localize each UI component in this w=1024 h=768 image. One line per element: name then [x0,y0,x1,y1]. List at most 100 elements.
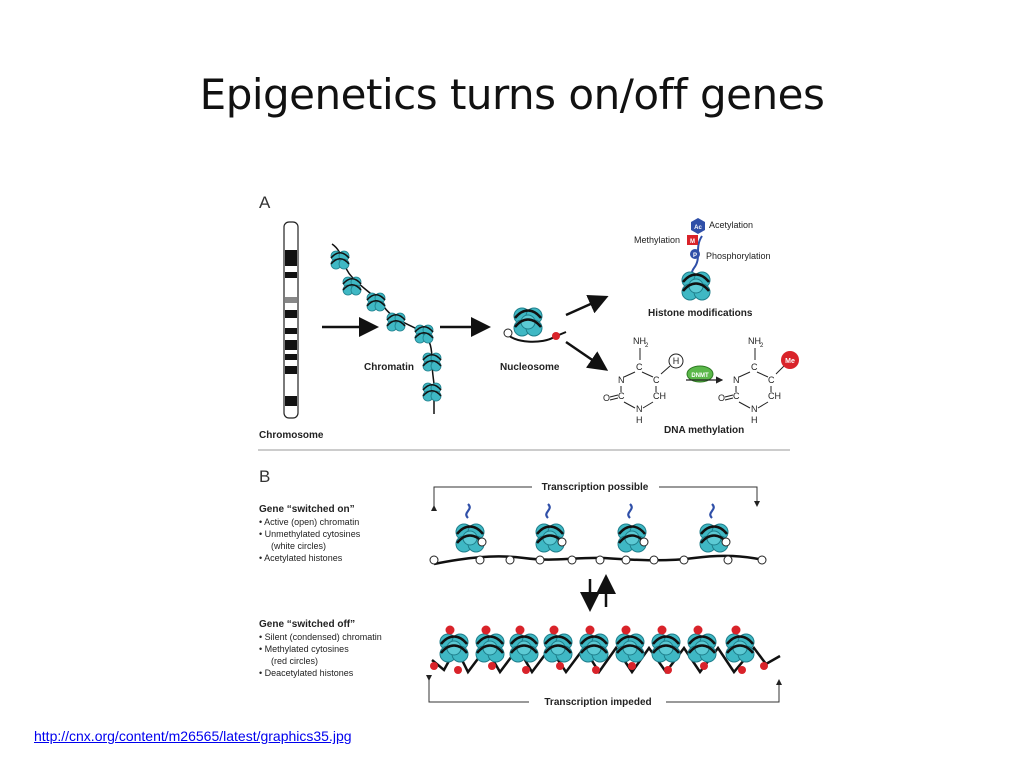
svg-text:NH: NH [748,336,761,346]
condensed-nucleosome [578,625,610,664]
methylated-cytosine [592,666,600,674]
methylated-cytosine [657,625,667,635]
methylated-cytosine [628,662,636,670]
methyl-group-icon [781,351,799,369]
dna-methylation-label: DNA methylation [664,425,744,436]
source-link[interactable]: http://cnx.org/content/m26565/latest/gra… [34,728,352,744]
epigenetics-figure: A Chromosome Chromatin Nucleosome [254,182,800,714]
on-item-4: • Acetylated histones [259,553,343,563]
phosphorylation-label: Phosphorylation [706,251,771,261]
condensed-chromatin-drawing [430,625,781,675]
methylated-cytosine [430,662,438,670]
cytosine-structure-left: NH 2 C N C CH C O N H [603,336,666,425]
condensed-nucleosome [542,625,574,664]
condensed-nucleosome [650,625,682,664]
methylated-cytosine [760,662,768,670]
methylated-cytosine [693,625,703,635]
unmethylated-cytosine [567,555,577,565]
off-item-4: • Deacetylated histones [259,668,354,678]
svg-text:N: N [636,404,643,414]
acetylation-label: Acetylation [709,220,753,230]
methylated-cytosine [454,666,462,674]
panel-b-letter: B [259,467,270,486]
transcription-possible-bracket [431,486,760,511]
panel-a-letter: A [259,193,271,212]
figure-canvas: A Chromosome Chromatin Nucleosome [258,193,799,708]
methylated-cytosine [556,662,564,670]
on-legend: Gene “switched on” • Active (open) chrom… [259,504,361,563]
svg-text:CH: CH [653,391,666,401]
h-tag: H [673,356,680,366]
unmethylated-cytosine [535,555,545,565]
transcription-impeded-bracket [426,675,782,703]
svg-text:O: O [718,393,725,403]
methylation-label: Methylation [634,235,680,245]
methylated-cytosine [488,662,496,670]
svg-text:N: N [733,375,740,385]
unmethylated-cytosine [505,555,515,565]
unmethylated-cytosine [757,555,767,565]
svg-text:CH: CH [768,391,781,401]
on-item-3: (white circles) [271,541,326,551]
methylated-cytosine [522,666,530,674]
off-item-1: • Silent (condensed) chromatin [259,632,382,642]
chromosome-label: Chromosome [259,430,324,441]
hydrogen-circle-icon [668,353,684,369]
transcription-possible-label: Transcription possible [542,482,649,493]
dnmt-tag: DNMT [691,373,709,379]
svg-text:O: O [603,393,610,403]
unmethylated-cytosine [475,555,485,565]
phospho-circle-icon [690,249,700,259]
nucleosome-label: Nucleosome [500,362,560,373]
open-nucleosome [534,503,567,554]
svg-text:C: C [751,362,758,372]
unmethylated-cytosine [649,555,659,565]
open-chromatin-drawing [429,503,767,566]
svg-text:H: H [751,415,758,425]
unmethylated-cytosine [429,555,439,565]
condensed-nucleosome [474,625,506,664]
off-item-2: • Methylated cytosines [259,644,349,654]
nucleosome-drawing [503,306,567,343]
methylated-cytosine [731,625,741,635]
svg-text:N: N [618,375,625,385]
switch-arrows [580,574,616,612]
methylated-cytosine [621,625,631,635]
arrow-to-dna-methylation [565,340,609,371]
condensed-nucleosome [614,625,646,664]
condensed-nucleosome [508,625,540,664]
open-nucleosome [616,503,649,554]
on-item-2: • Unmethylated cytosines [259,529,361,539]
svg-text:N: N [751,404,758,414]
unmethylated-cytosine [679,555,689,565]
methylated-cytosine [664,666,672,674]
ac-tag: Ac [694,225,702,231]
unmethylated-cytosine [621,555,631,565]
methylated-cytosine [700,662,708,670]
open-nucleosome [698,503,731,554]
unmethylated-cytosine [595,555,605,565]
methylated-cytosine [445,625,455,635]
dnmt-enzyme-icon [686,365,714,383]
me-tag: Me [785,358,795,365]
methylated-cytosine [481,625,491,635]
svg-text:C: C [636,362,643,372]
arrow-to-histone-modifications [565,294,609,317]
svg-text:2: 2 [760,343,764,349]
methylated-cytosine [549,625,559,635]
off-title: Gene “switched off” [259,619,355,630]
methylated-cytosine [585,625,595,635]
off-item-3: (red circles) [271,656,318,666]
off-legend: Gene “switched off” • Silent (condensed)… [259,619,382,678]
on-title: Gene “switched on” [259,504,355,515]
chromosome-drawing [283,221,299,419]
svg-text:C: C [733,391,740,401]
transcription-impeded-label: Transcription impeded [544,697,651,708]
condensed-nucleosome [686,625,718,664]
m-tag: M [690,239,695,245]
open-nucleosome [454,503,487,554]
chromatin-label: Chromatin [364,362,414,373]
methylated-cytosine [515,625,525,635]
condensed-nucleosome [438,625,470,664]
slide-title: Epigenetics turns on/off genes [199,70,825,119]
